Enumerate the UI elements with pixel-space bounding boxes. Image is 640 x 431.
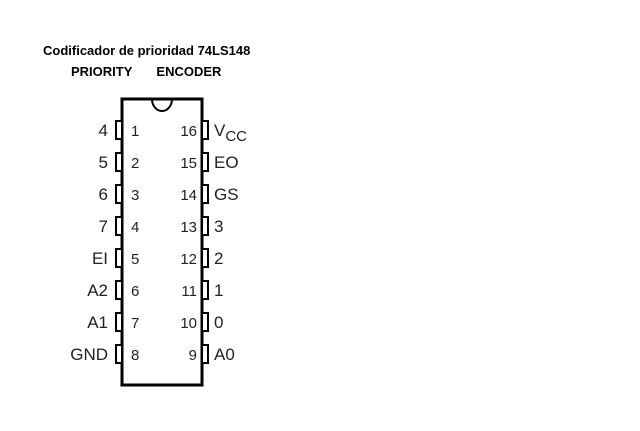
pin-5-lead [115, 248, 123, 268]
chip-body [120, 97, 204, 387]
pin-12-signal: 2 [214, 249, 223, 268]
pin-13-signal: 3 [214, 217, 223, 236]
pin-2-number: 2 [131, 155, 139, 172]
orientation-notch [151, 98, 173, 112]
subtitle-word-priority: PRIORITY [71, 64, 133, 79]
subtitle-word-encoder: ENCODER [156, 64, 222, 79]
pin-3-number: 3 [131, 187, 139, 204]
pin-2-lead [115, 152, 123, 172]
pin-13-number: 13 [180, 219, 197, 236]
pin-4-signal: 7 [99, 217, 108, 236]
pin-11-signal: 1 [214, 281, 223, 300]
pin-7-lead [115, 312, 123, 332]
pin-12-lead [201, 248, 209, 268]
pin-10-lead [201, 312, 209, 332]
pin-15-lead [201, 152, 209, 172]
pin-16-signal: VCC [214, 121, 247, 145]
pin-11-number: 11 [181, 283, 197, 300]
pin-12-number: 12 [180, 251, 197, 268]
pin-10-number: 10 [180, 315, 197, 332]
diagram-subtitle: PRIORITY ENCODER [71, 64, 221, 79]
pin-1-lead [115, 120, 123, 140]
pin-10-signal: 0 [214, 313, 223, 332]
pin-4-number: 4 [131, 219, 139, 236]
pin-13-lead [201, 216, 209, 236]
pin-1-number: 1 [131, 123, 139, 140]
pin-14-signal: GS [214, 185, 239, 204]
pin-6-signal: A2 [87, 281, 108, 300]
pin-8-signal: GND [70, 345, 108, 364]
pin-2-signal: 5 [99, 153, 108, 172]
pin-16-lead [201, 120, 209, 140]
pin-15-signal: EO [214, 153, 239, 172]
diagram-title: Codificador de prioridad 74LS148 [43, 43, 251, 58]
pin-9-number: 9 [189, 347, 197, 364]
pin-1-signal: 4 [99, 121, 108, 140]
pin-3-lead [115, 184, 123, 204]
pin-9-signal: A0 [214, 345, 235, 364]
pin-4-lead [115, 216, 123, 236]
pin-8-lead [115, 344, 123, 364]
pin-7-number: 7 [131, 315, 139, 332]
pin-6-lead [115, 280, 123, 300]
pin-16-number: 16 [180, 123, 197, 140]
pin-3-signal: 6 [99, 185, 108, 204]
pin-6-number: 6 [131, 283, 139, 300]
pin-15-number: 15 [180, 155, 197, 172]
pin-11-lead [201, 280, 209, 300]
pin-14-number: 14 [180, 187, 197, 204]
pin-5-number: 5 [131, 251, 139, 268]
pin-8-number: 8 [131, 347, 139, 364]
pin-7-signal: A1 [87, 313, 108, 332]
pin-5-signal: EI [92, 249, 108, 268]
pin-16-signal-subscript: CC [225, 128, 247, 145]
pin-9-lead [201, 344, 209, 364]
pin-14-lead [201, 184, 209, 204]
